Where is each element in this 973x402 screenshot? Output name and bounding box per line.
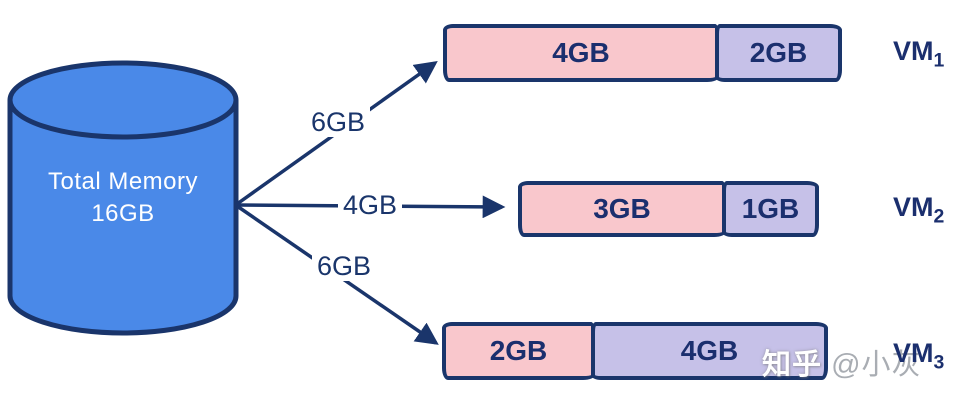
- zhihu-watermark-user: @小灰: [831, 349, 922, 381]
- vm2-label-index: 2: [933, 205, 945, 228]
- vm3-extra-segment: 4GB: [591, 322, 828, 380]
- arrow-label-vm1: 6GB: [306, 107, 371, 137]
- arrow-label-vm2: 4GB: [338, 190, 403, 220]
- vm2-memory-bar: 3GB 1GB: [518, 181, 819, 237]
- arrow-label-vm3: 6GB: [312, 251, 377, 281]
- vm1-label-index: 1: [933, 49, 945, 72]
- vm1-allocated-segment: 4GB: [443, 24, 719, 82]
- vm3-memory-bar: 2GB 4GB: [442, 322, 828, 380]
- cylinder-body: [7, 100, 239, 336]
- vm3-allocated-segment: 2GB: [442, 322, 595, 380]
- total-memory-title: Total Memory: [47, 168, 199, 195]
- total-memory-label: Total Memory 16GB: [10, 166, 236, 230]
- vm1-label-text: VM: [893, 36, 934, 66]
- vm2-label-text: VM: [893, 192, 934, 222]
- total-memory-cylinder: [7, 60, 239, 336]
- vm2-label: VM2: [893, 192, 965, 226]
- vm2-extra-segment: 1GB: [722, 181, 819, 237]
- vm1-label: VM1: [893, 36, 965, 70]
- zhihu-watermark-brand: 知乎: [762, 349, 823, 381]
- vm3-label-text: VM: [893, 338, 934, 368]
- vm2-allocated-segment: 3GB: [518, 181, 726, 237]
- vm1-extra-segment: 2GB: [715, 24, 842, 82]
- vm3-label: VM3: [893, 338, 965, 372]
- zhihu-watermark: 知乎 @小灰: [762, 341, 922, 383]
- total-memory-size: 16GB: [91, 200, 155, 227]
- vm3-label-index: 3: [933, 351, 945, 374]
- cylinder-top: [7, 60, 239, 140]
- vm1-memory-bar: 4GB 2GB: [443, 24, 842, 82]
